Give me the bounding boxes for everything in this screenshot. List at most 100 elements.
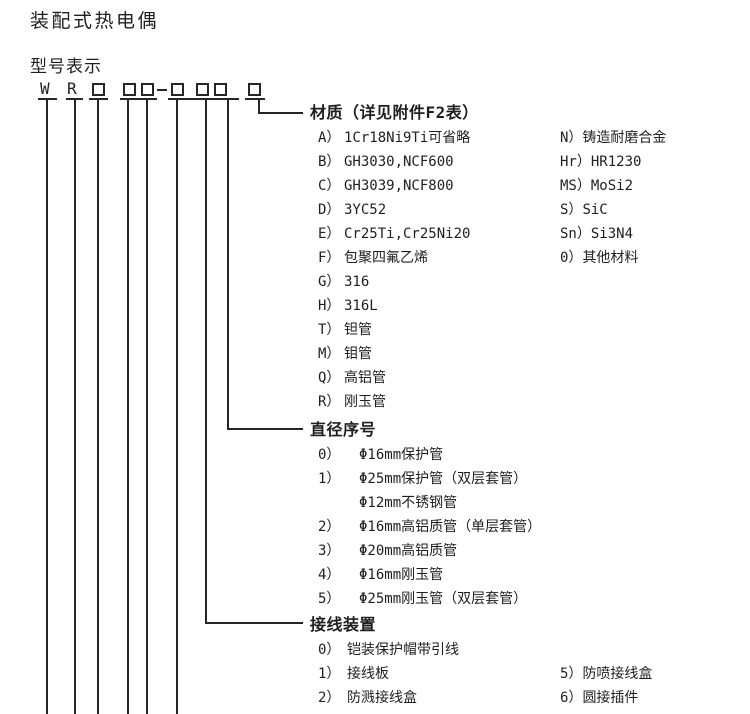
item-text: 1Cr18Ni9Ti可省略 bbox=[344, 130, 471, 146]
item-code: 4） bbox=[318, 567, 341, 583]
section-material-title: 材质（详见附件F2表） bbox=[310, 103, 479, 122]
material-item: G）316 bbox=[310, 270, 750, 294]
item-text: Φ16mm高铝质管（单层套管） bbox=[359, 519, 542, 535]
item-code: 0） bbox=[318, 642, 341, 658]
model-designation-label: 型号表示 bbox=[30, 57, 102, 77]
drop-line bbox=[74, 100, 76, 714]
item-text: 3YC52 bbox=[344, 202, 387, 218]
item-code: F） bbox=[318, 250, 341, 266]
material-item: F）包聚四氟乙烯 0）其他材料 bbox=[310, 246, 750, 270]
item-code: M） bbox=[318, 346, 341, 362]
material-item: B）GH3030,NCF600 Hr）HR1230 bbox=[310, 150, 750, 174]
item-code: MS） bbox=[560, 178, 591, 194]
item-text: SiC bbox=[582, 202, 608, 218]
item-text: 其他材料 bbox=[582, 250, 639, 266]
wiring-item: 0）铠装保护帽带引线 bbox=[310, 638, 750, 662]
item-text: HR1230 bbox=[590, 154, 642, 170]
item-text: Φ25mm保护管（双层套管） bbox=[359, 471, 528, 487]
item-code: H） bbox=[318, 298, 341, 314]
drop-line bbox=[46, 100, 48, 714]
item-code: C） bbox=[318, 178, 341, 194]
item-code: G） bbox=[318, 274, 341, 290]
drop-line bbox=[97, 100, 99, 714]
material-item-right: N）铸造耐磨合金 bbox=[560, 126, 666, 150]
item-text: 铸造耐磨合金 bbox=[582, 130, 667, 146]
wiring-item: 2） 防溅接线盒 6）圆接插件 bbox=[310, 686, 750, 710]
material-item: D）3YC52 S）SiC bbox=[310, 198, 750, 222]
item-text: Φ20mm高铝质管 bbox=[359, 543, 458, 559]
material-item-right: S）SiC bbox=[560, 198, 608, 222]
item-text: 接线板 bbox=[347, 666, 389, 682]
item-text: GH3039,NCF800 bbox=[344, 178, 454, 194]
material-item-right: Hr）HR1230 bbox=[560, 150, 641, 174]
material-item-right: Sn）Si3N4 bbox=[560, 222, 633, 246]
item-code: E） bbox=[318, 226, 341, 242]
item-text: 圆接插件 bbox=[582, 690, 639, 706]
item-code: Q） bbox=[318, 370, 341, 386]
item-code: 6） bbox=[560, 690, 583, 706]
section-diameter: 直径序号 0）Φ16mm保护管 1）Φ25mm保护管（双层套管） Φ12mm不锈… bbox=[310, 417, 750, 611]
diameter-item: 3） Φ20mm高铝质管 bbox=[310, 539, 750, 563]
diameter-item: 4） Φ16mm刚玉管 bbox=[310, 563, 750, 587]
code-underline bbox=[168, 98, 239, 100]
drop-line bbox=[146, 100, 148, 714]
material-item: E）Cr25Ti,Cr25Ni20 Sn）Si3N4 bbox=[310, 222, 750, 246]
item-text: 316L bbox=[344, 298, 378, 314]
material-item-right: MS）MoSi2 bbox=[560, 174, 633, 198]
item-text: Φ16mm刚玉管 bbox=[359, 567, 444, 583]
item-code: R） bbox=[318, 394, 341, 410]
code-box bbox=[92, 83, 105, 96]
page-title: 装配式热电偶 bbox=[30, 10, 160, 32]
item-text: Cr25Ti,Cr25Ni20 bbox=[344, 226, 471, 242]
wiring-item-right: 5）防喷接线盒 bbox=[560, 662, 652, 686]
section-wiring-title: 接线装置 bbox=[310, 615, 377, 634]
section-material: 材质（详见附件F2表） A）1Cr18Ni9Ti可省略 N）铸造耐磨合金 B）G… bbox=[310, 100, 750, 414]
code-underline bbox=[38, 98, 57, 100]
item-text: 防溅接线盒 bbox=[347, 690, 417, 706]
connector-material-horizontal bbox=[258, 112, 303, 114]
code-letter-r: R bbox=[67, 79, 77, 98]
drop-line bbox=[127, 100, 129, 714]
connector-wiring-vertical bbox=[205, 100, 207, 624]
wiring-item: 1）接线板 5）防喷接线盒 bbox=[310, 662, 750, 686]
item-text: Φ16mm保护管 bbox=[359, 447, 444, 463]
connector-diameter-vertical bbox=[227, 100, 229, 430]
connector-material-vertical bbox=[258, 100, 260, 114]
item-code: Sn） bbox=[560, 226, 591, 242]
material-item: H）316L bbox=[310, 294, 750, 318]
wiring-item-right: 6）圆接插件 bbox=[560, 686, 638, 710]
item-text: 防喷接线盒 bbox=[582, 666, 653, 682]
code-box bbox=[141, 83, 154, 96]
material-item: R）刚玉管 bbox=[310, 390, 750, 414]
item-code: 2） bbox=[318, 690, 341, 706]
material-item-right: 0）其他材料 bbox=[560, 246, 638, 270]
item-code: 3） bbox=[318, 543, 341, 559]
code-box bbox=[171, 83, 184, 96]
item-text: 包聚四氟乙烯 bbox=[344, 250, 428, 266]
code-box bbox=[214, 83, 227, 96]
item-text: 钼管 bbox=[344, 346, 372, 362]
material-item: C）GH3039,NCF800 MS）MoSi2 bbox=[310, 174, 750, 198]
item-code: 5） bbox=[560, 666, 583, 682]
connector-diameter-horizontal bbox=[227, 428, 303, 430]
diameter-item: 0） Φ16mm保护管 bbox=[310, 443, 750, 467]
item-text: 316 bbox=[344, 274, 370, 290]
item-code: D） bbox=[318, 202, 341, 218]
item-code: B） bbox=[318, 154, 341, 170]
diameter-item: 1）Φ25mm保护管（双层套管） bbox=[310, 467, 750, 491]
code-box bbox=[196, 83, 209, 96]
code-underline bbox=[245, 98, 265, 100]
item-text: GH3030,NCF600 bbox=[344, 154, 454, 170]
code-box bbox=[248, 83, 261, 96]
item-text: Φ25mm刚玉管（双层套管） bbox=[359, 591, 528, 607]
item-text: Si3N4 bbox=[590, 226, 634, 242]
code-underline bbox=[120, 98, 157, 100]
item-code: 0） bbox=[318, 447, 341, 463]
code-dash bbox=[157, 89, 167, 91]
item-text: 刚玉管 bbox=[344, 394, 386, 410]
code-letter-w: W bbox=[40, 79, 50, 98]
item-code: S） bbox=[560, 202, 583, 218]
diameter-item: 5）Φ25mm刚玉管（双层套管） bbox=[310, 587, 750, 611]
item-code: 2） bbox=[318, 519, 341, 535]
